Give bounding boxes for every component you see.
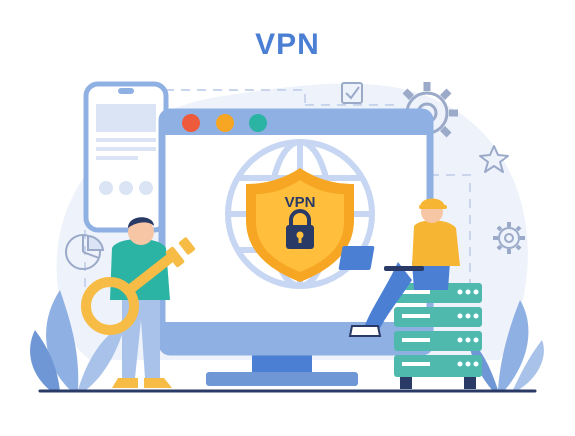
browser-dot-orange <box>216 114 234 132</box>
vpn-shield: VPN <box>246 168 354 282</box>
checkbox-icon <box>341 82 363 104</box>
pie-chart-icon <box>65 234 105 270</box>
key-icon <box>81 237 196 335</box>
engineer-figure <box>338 198 460 337</box>
illustration-title: VPN <box>255 28 320 61</box>
browser-dot-red <box>182 114 200 132</box>
plant-left <box>30 290 125 392</box>
server-rack-icon <box>394 283 482 389</box>
laptop-icon <box>338 246 424 271</box>
star-icon <box>479 145 509 173</box>
smartphone-icon <box>83 81 169 233</box>
browser-dot-teal <box>249 114 267 132</box>
small-gear-icon <box>493 222 525 254</box>
padlock-icon <box>286 209 314 249</box>
plant-right <box>468 300 544 392</box>
shield-label: VPN <box>285 194 316 211</box>
